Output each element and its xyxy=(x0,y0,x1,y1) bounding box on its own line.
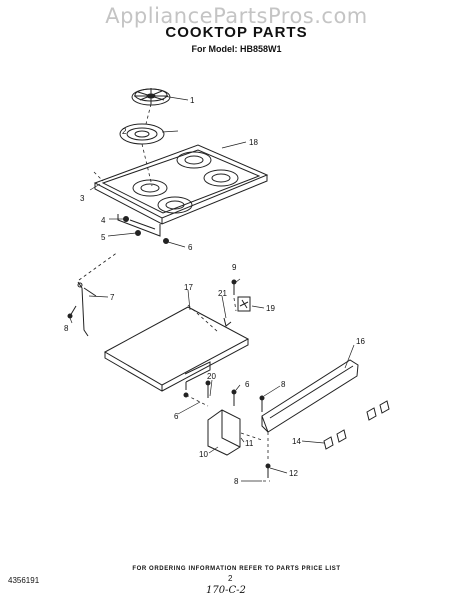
small-clip xyxy=(223,317,232,327)
callout-17: 17 xyxy=(184,283,193,292)
callout-8-left: 8 xyxy=(64,324,69,333)
knobs xyxy=(323,400,390,450)
callout-11: 11 xyxy=(245,439,254,448)
callout-6-mid: 6 xyxy=(245,380,250,389)
callout-6-left: 6 xyxy=(174,412,179,421)
ordering-note: FOR ORDERING INFORMATION REFER TO PARTS … xyxy=(132,566,341,572)
callout-1: 1 xyxy=(190,96,195,105)
page-title: COOKTOP PARTS xyxy=(165,24,308,41)
callout-14: 14 xyxy=(292,437,301,446)
callout-20: 20 xyxy=(207,372,216,381)
callout-5: 5 xyxy=(101,233,106,242)
handwritten-note: 170-C-2 xyxy=(206,585,246,596)
page-number: 2 xyxy=(228,574,233,583)
callout-3: 3 xyxy=(80,194,85,203)
callout-2: 2 xyxy=(122,127,127,136)
callout-4: 4 xyxy=(101,216,106,225)
assembly-guide-lines xyxy=(78,103,270,482)
switch xyxy=(231,279,251,312)
support-rod xyxy=(67,281,97,337)
callout-10: 10 xyxy=(199,450,208,459)
watermark: AppliancePartsPros.com xyxy=(105,4,368,28)
callouts: 1 2 18 3 4 5 6 7 8 9 19 17 21 16 20 6 6 … xyxy=(64,96,365,486)
callout-21: 21 xyxy=(218,289,227,298)
mounting-bracket xyxy=(183,380,271,478)
callout-8-right: 8 xyxy=(281,380,286,389)
callout-8-bottom: 8 xyxy=(234,477,239,486)
control-panel-rail xyxy=(261,359,359,433)
burner-box xyxy=(103,306,250,392)
callout-18: 18 xyxy=(249,138,258,147)
callout-19: 19 xyxy=(266,304,275,313)
callout-9: 9 xyxy=(232,263,237,272)
callout-16: 16 xyxy=(356,337,365,346)
callout-12: 12 xyxy=(289,469,298,478)
model-line: For Model: HB858W1 xyxy=(191,44,282,54)
callout-6-upper: 6 xyxy=(188,243,193,252)
callout-7: 7 xyxy=(110,293,115,302)
document-number: 4356191 xyxy=(8,576,40,585)
cooktop xyxy=(93,144,269,237)
leader-lines xyxy=(69,95,355,482)
drip-bowl xyxy=(119,123,165,145)
